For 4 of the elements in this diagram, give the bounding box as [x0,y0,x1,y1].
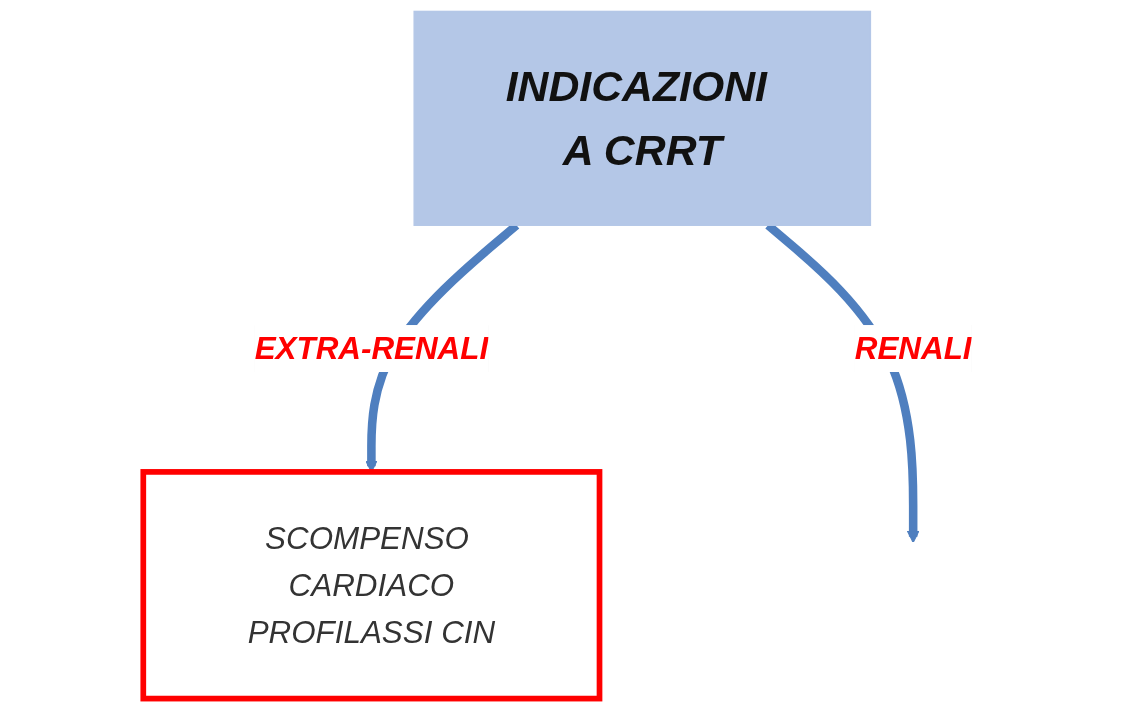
edge-label: EXTRA-RENALI [254,330,489,367]
node-box: INDICAZIONI A CRRT [413,10,872,226]
edge-label: RENALI [854,330,972,367]
node-box: SCOMPENSO CARDIACO PROFILASSI CIN [140,469,603,702]
